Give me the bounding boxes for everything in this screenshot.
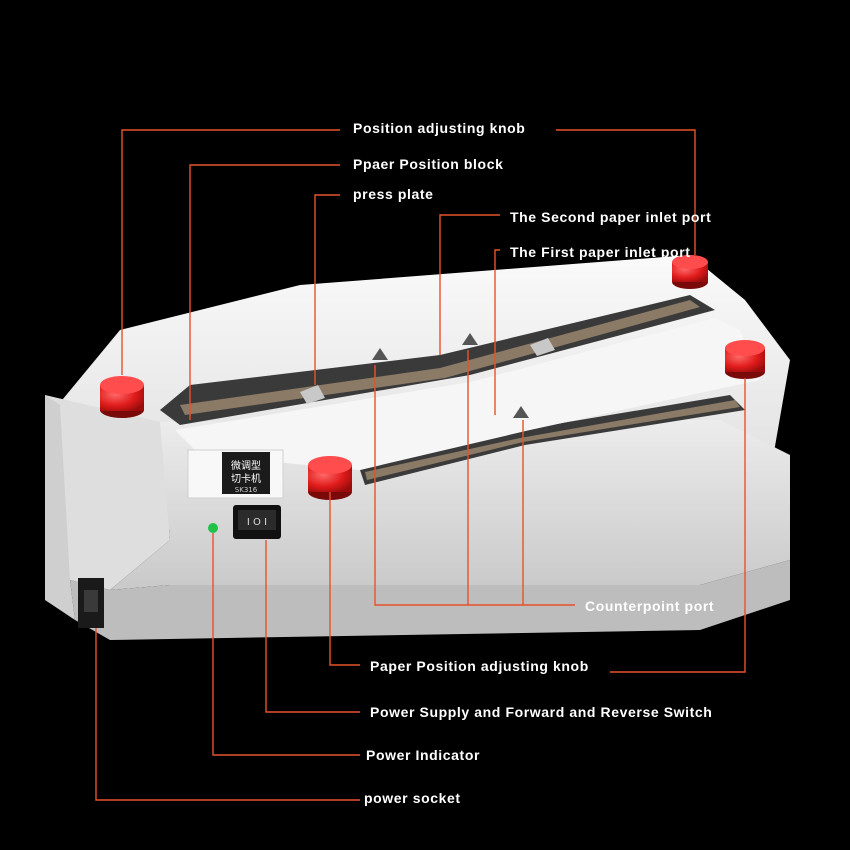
first-paper-inlet-slot	[360, 395, 745, 485]
callout-power-socket: power socket	[364, 790, 461, 806]
callout-paper-position-block: Ppaer Position block	[353, 156, 504, 172]
model-label-panel: 微调型 切卡机 SK316	[187, 449, 284, 499]
callout-counterpoint-port: Counterpoint port	[585, 598, 715, 614]
power-switch[interactable]: I O I	[233, 505, 281, 539]
callout-power-indicator: Power Indicator	[366, 747, 481, 763]
position-adjusting-knob-left[interactable]	[100, 376, 144, 418]
position-adjusting-knob-right[interactable]	[672, 255, 708, 289]
panel-text-line2: 切卡机	[231, 472, 261, 485]
callout-paper-position-adjusting-knob: Paper Position adjusting knob	[370, 658, 589, 674]
callout-position-adjusting-knob: Position adjusting knob	[353, 120, 526, 136]
panel-text-line1: 微调型	[231, 459, 261, 472]
press-plates	[300, 333, 555, 418]
model-text: SK316	[235, 486, 258, 494]
paper-position-adjusting-knob-right[interactable]	[725, 340, 765, 379]
power-indicator-led	[208, 523, 218, 533]
callout-power-supply-switch: Power Supply and Forward and Reverse Swi…	[370, 704, 713, 720]
callout-second-paper-inlet-port: The Second paper inlet port	[510, 209, 712, 225]
callout-first-paper-inlet-port: The First paper inlet port	[510, 244, 691, 260]
power-socket[interactable]	[78, 578, 104, 628]
switch-symbols: I O I	[247, 517, 267, 528]
callout-leader-lines	[95, 129, 746, 801]
callout-press-plate: press plate	[353, 186, 434, 202]
second-paper-inlet-slot	[160, 295, 715, 425]
